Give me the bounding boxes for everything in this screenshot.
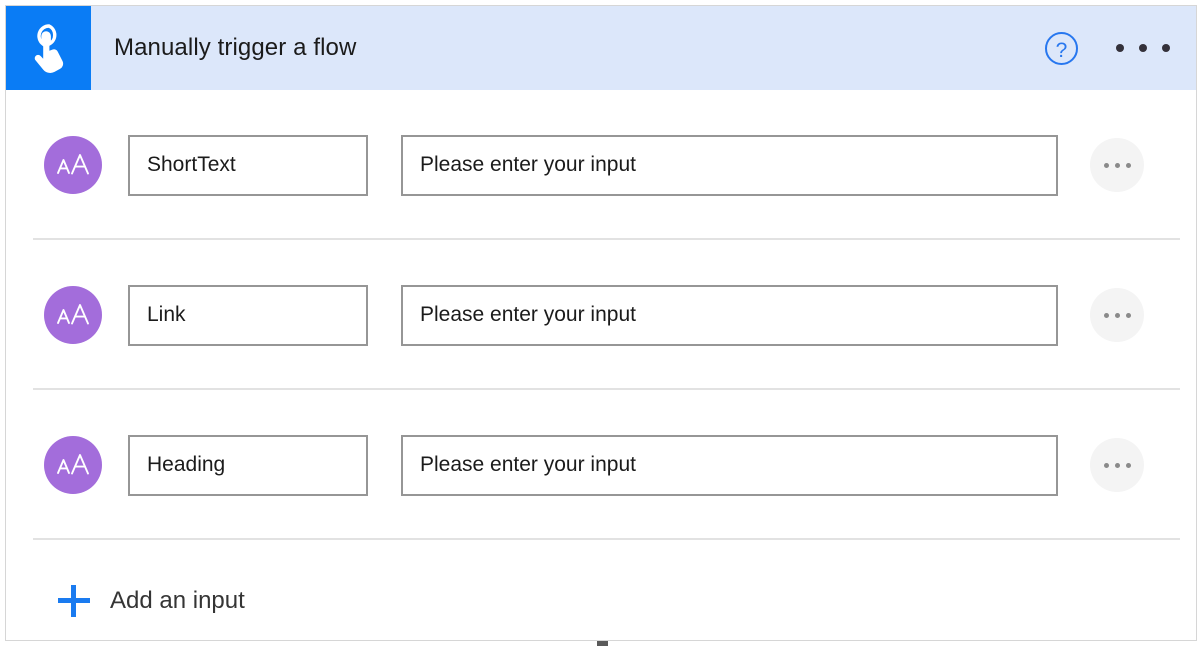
row-more-options-icon[interactable] [1090,438,1144,492]
dot [1125,462,1131,468]
input-name-field[interactable]: Heading [128,434,368,496]
help-circle-icon[interactable]: ? [1045,31,1078,65]
add-input-label: Add an input [110,587,245,614]
dot [1125,162,1131,168]
plus-icon [58,585,90,617]
input-value-field[interactable]: Please enter your input [401,134,1058,196]
dot [1103,312,1109,318]
text-aa-icon [44,136,102,194]
input-name-field[interactable]: Link [128,284,368,346]
tap-hand-icon [6,6,91,90]
dot [1103,462,1109,468]
dot [1114,462,1120,468]
more-options-icon[interactable] [1116,44,1170,52]
dot [1114,312,1120,318]
inputs-list: ShortText Please enter your input Link P… [6,90,1196,662]
input-row: ShortText Please enter your input [6,90,1196,240]
row-more-options-icon[interactable] [1090,138,1144,192]
input-value-field[interactable]: Please enter your input [401,434,1058,496]
text-aa-icon [44,286,102,344]
input-row: Heading Please enter your input [6,390,1196,540]
dot [1116,44,1124,52]
header-actions: ? [1045,6,1196,90]
dot [1103,162,1109,168]
dot [1114,162,1120,168]
dot [1162,44,1170,52]
page-title: Manually trigger a flow [114,34,357,61]
row-more-options-icon[interactable] [1090,288,1144,342]
flow-connector-stub [597,641,608,646]
trigger-card: Manually trigger a flow ? ShortText Plea… [5,5,1197,641]
add-input-button[interactable]: Add an input [6,540,245,662]
dot [1125,312,1131,318]
input-name-field[interactable]: ShortText [128,134,368,196]
dot [1139,44,1147,52]
input-row: Link Please enter your input [6,240,1196,390]
card-header[interactable]: Manually trigger a flow ? [6,6,1196,90]
input-value-field[interactable]: Please enter your input [401,284,1058,346]
text-aa-icon [44,436,102,494]
